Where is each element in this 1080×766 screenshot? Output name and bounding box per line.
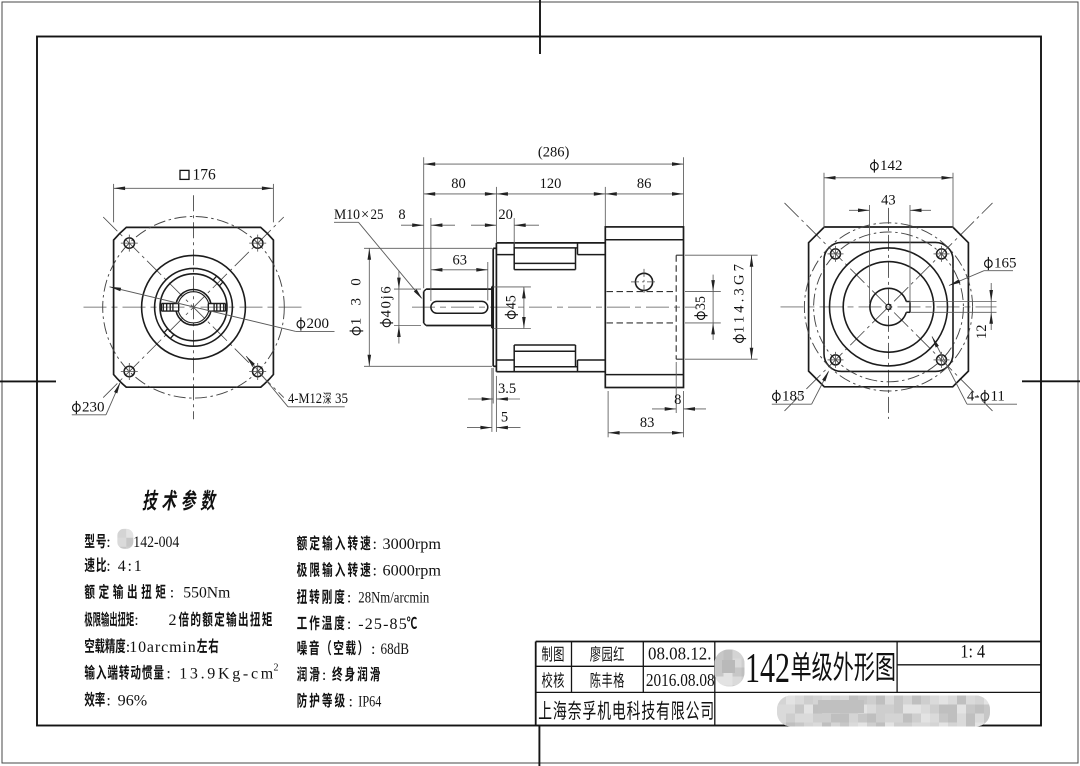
svg-text::: : [166,665,170,682]
svg-text:28Nm/arcmin: 28Nm/arcmin [358,590,429,607]
svg-text:142-004: 142-004 [133,534,179,551]
svg-text:IP64: IP64 [358,693,381,710]
svg-text:8: 8 [398,207,405,223]
svg-text:142: 142 [745,646,790,692]
svg-text:230: 230 [82,400,105,416]
svg-text:165: 165 [994,256,1017,272]
svg-text:8: 8 [674,392,681,408]
svg-text:96%: 96% [118,692,148,709]
svg-text::: : [170,585,174,602]
svg-text::: : [373,563,377,580]
svg-text::: : [106,692,110,709]
svg-text:35: 35 [335,391,348,407]
svg-text:1: 4: 1: 4 [960,641,985,662]
svg-text:2: 2 [169,612,177,629]
svg-text:63: 63 [453,252,468,268]
svg-text:80: 80 [451,176,466,192]
svg-text::: : [347,616,351,633]
svg-text::: : [106,558,110,575]
svg-text:68dB: 68dB [381,641,410,658]
svg-text:3000rpm: 3000rpm [383,536,442,553]
svg-text:185: 185 [782,389,805,405]
svg-text::: : [349,693,353,710]
svg-text:4-M12: 4-M12 [288,391,322,407]
svg-text::: : [371,641,375,658]
svg-text:5: 5 [501,410,508,426]
svg-text:200: 200 [306,316,329,332]
svg-text::: : [134,612,138,629]
svg-text:3.5: 3.5 [498,381,516,397]
svg-text:M10: M10 [334,207,360,223]
svg-text:20: 20 [498,207,513,223]
svg-text:2016.08.08: 2016.08.08 [646,670,715,690]
svg-text:142: 142 [880,158,903,174]
svg-text:-25-85: -25-85 [358,616,406,633]
svg-text:(286): (286) [538,144,570,160]
svg-text:08.08.12.: 08.08.12. [648,644,712,664]
svg-text:×: × [361,207,369,223]
svg-text:43: 43 [881,193,896,209]
svg-text:86: 86 [637,176,652,192]
svg-text:83: 83 [640,415,655,431]
svg-text:11: 11 [990,389,1004,405]
svg-text:35: 35 [693,296,709,310]
svg-text:45: 45 [503,295,519,309]
svg-text:4-: 4- [967,389,979,405]
svg-text:12: 12 [974,325,990,340]
svg-text:40j6: 40j6 [379,286,395,317]
svg-text:120: 120 [540,176,562,192]
svg-text:176: 176 [193,166,217,183]
svg-text:6000rpm: 6000rpm [383,563,442,580]
svg-text::: : [106,534,110,551]
svg-text:13.9Kg-cm: 13.9Kg-cm [179,665,274,682]
svg-text::: : [322,667,326,684]
svg-text:4:1: 4:1 [118,558,142,575]
svg-text::: : [373,536,377,553]
svg-text:130: 130 [349,278,365,325]
svg-text:2: 2 [274,662,279,673]
svg-text:550Nm: 550Nm [183,585,231,602]
svg-text::: : [126,639,130,656]
svg-text::: : [347,590,351,607]
svg-text:10arcmin: 10arcmin [129,639,196,656]
svg-text:25: 25 [371,207,384,223]
